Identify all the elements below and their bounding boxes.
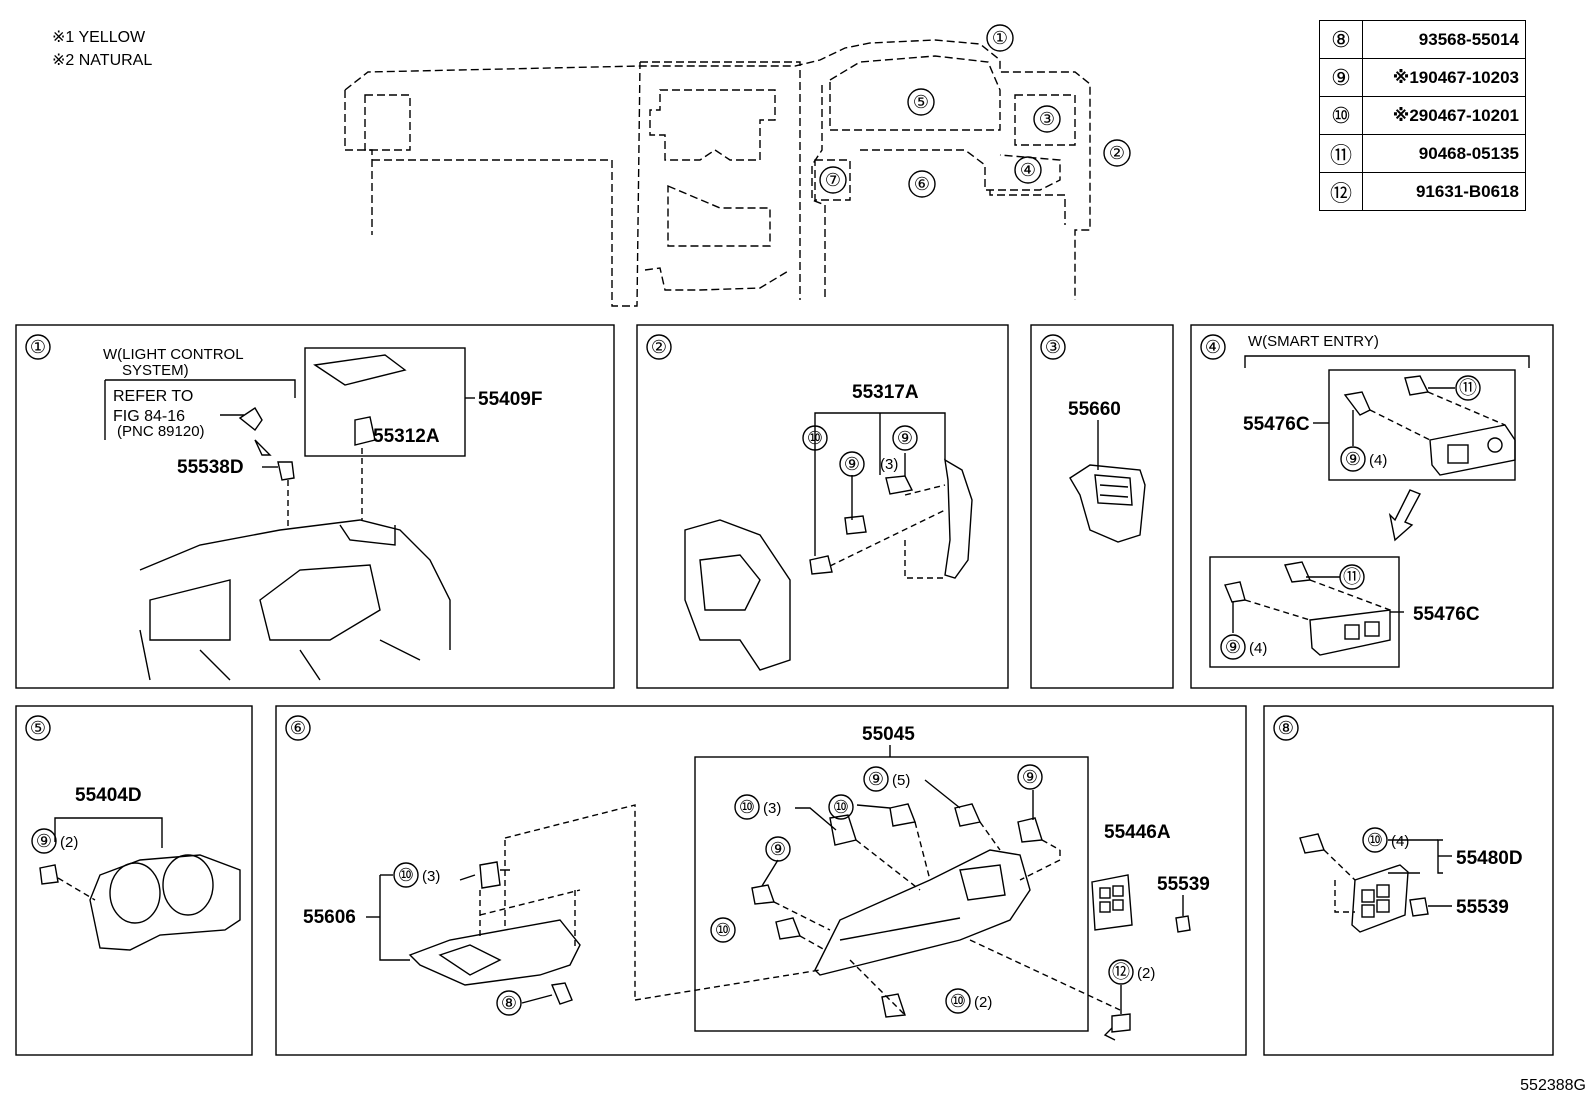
callout-9: ⑨ [1225, 637, 1241, 657]
panel-8-drawing [1299, 833, 1452, 933]
part-55660: 55660 [1068, 399, 1121, 420]
callout-12: ⑫ [1112, 962, 1130, 982]
ref-number: ⑩ [1319, 96, 1363, 135]
part-55404D: 55404D [75, 785, 142, 806]
panel-8-frame [1263, 705, 1554, 1056]
callout-10: ⑩ [1367, 830, 1383, 850]
qty-label: (2) [974, 994, 992, 1011]
panel-2-number: ② [651, 337, 667, 357]
panel-3-frame [1030, 324, 1174, 689]
part-55317A: 55317A [852, 382, 919, 403]
dashboard-overview [344, 39, 1091, 307]
part-number: ※290467-10201 [1362, 96, 1526, 135]
ref-number: ⑨ [1319, 58, 1363, 97]
qty-label: (3) [763, 800, 781, 817]
overview-callout-5: ⑤ [913, 92, 929, 112]
panel-2-drawing [684, 412, 973, 671]
callout-9: ⑨ [770, 839, 786, 859]
panel-1-condition-2: SYSTEM) [122, 362, 189, 379]
color-notes: ※1 YELLOW ※2 NATURAL [52, 26, 152, 72]
panel-1-number: ① [30, 337, 46, 357]
callout-9: ⑨ [868, 769, 884, 789]
ref-number: ⑪ [1319, 134, 1363, 173]
panel-5-frame [15, 705, 253, 1056]
part-number: 90468-05135 [1362, 134, 1526, 173]
callout-10: ⑩ [739, 797, 755, 817]
callout-11: ⑪ [1343, 567, 1361, 587]
overview-callout-1: ① [992, 28, 1008, 48]
panel-3-drawing [1069, 420, 1146, 543]
part-number: ※190467-10203 [1362, 58, 1526, 97]
part-55539: 55539 [1157, 874, 1210, 895]
qty-label: (4) [1249, 640, 1267, 657]
qty-label: (5) [892, 772, 910, 789]
panel-1-frame [15, 324, 615, 689]
callout-10: ⑩ [715, 920, 731, 940]
part-number: 91631-B0618 [1362, 172, 1526, 211]
refer-pnc-text: (PNC 89120) [117, 423, 205, 440]
callout-9: ⑨ [1345, 449, 1361, 469]
ref-number: ⑧ [1319, 20, 1363, 59]
ref-number: ⑫ [1319, 172, 1363, 211]
table-row: ⑨※190467-10203 [1319, 58, 1526, 97]
callout-10: ⑩ [807, 428, 823, 448]
panel-8-number: ⑧ [1278, 718, 1294, 738]
callout-9: ⑨ [36, 831, 52, 851]
qty-label: (4) [1391, 833, 1409, 850]
part-55606: 55606 [303, 907, 356, 928]
callout-9: ⑨ [844, 454, 860, 474]
callout-10: ⑩ [833, 797, 849, 817]
panel-1-drawing [104, 347, 475, 681]
part-55476C: 55476C [1413, 604, 1480, 625]
panel-2-frame [636, 324, 1009, 689]
panel-4-number: ④ [1205, 337, 1221, 357]
qty-label: (3) [422, 868, 440, 885]
callout-9: ⑨ [1022, 767, 1038, 787]
panel-4-drawing [1209, 355, 1530, 668]
overview-callout-2: ② [1109, 143, 1125, 163]
panel-3-number: ③ [1045, 337, 1061, 357]
part-55539: 55539 [1456, 897, 1509, 918]
callout-10: ⑩ [398, 865, 414, 885]
part-55446A: 55446A [1104, 822, 1171, 843]
refer-fig-text: FIG 84-16 [113, 408, 185, 425]
note-natural: ※2 NATURAL [52, 52, 153, 69]
panel-6-frame [275, 705, 1247, 1056]
panel-5-number: ⑤ [30, 718, 46, 738]
panel-6-drawing [366, 745, 1191, 1041]
table-row: ⑩※290467-10201 [1319, 96, 1526, 135]
callout-8: ⑧ [501, 993, 517, 1013]
part-55312A: 55312A [373, 426, 440, 447]
note-yellow: ※1 YELLOW [52, 29, 146, 46]
part-55476C: 55476C [1243, 414, 1310, 435]
qty-label: (4) [1369, 452, 1387, 469]
diagram-code: 552388G [1520, 1077, 1586, 1094]
part-55480D: 55480D [1456, 848, 1523, 869]
qty-label: (2) [60, 834, 78, 851]
callout-9: ⑨ [897, 428, 913, 448]
refer-to-text: REFER TO [113, 388, 193, 405]
panel-6-number: ⑥ [290, 718, 306, 738]
overview-callout-4: ④ [1020, 160, 1036, 180]
overview-callout-7: ⑦ [825, 170, 841, 190]
panel-5-drawing [39, 817, 241, 951]
part-55045: 55045 [862, 724, 915, 745]
callout-10: ⑩ [950, 991, 966, 1011]
overview-callout-6: ⑥ [914, 174, 930, 194]
panel-4-condition: W(SMART ENTRY) [1248, 333, 1379, 350]
qty-label: (2) [1137, 965, 1155, 982]
panel-4-frame [1190, 324, 1554, 689]
qty-label: (3) [880, 456, 898, 473]
part-55538D: 55538D [177, 457, 244, 478]
overview-callouts [819, 24, 1131, 198]
part-55409F: 55409F [478, 389, 542, 410]
panel-1-condition: W(LIGHT CONTROL [103, 346, 244, 363]
overview-callout-3: ③ [1039, 109, 1055, 129]
callout-11: ⑪ [1459, 378, 1477, 398]
